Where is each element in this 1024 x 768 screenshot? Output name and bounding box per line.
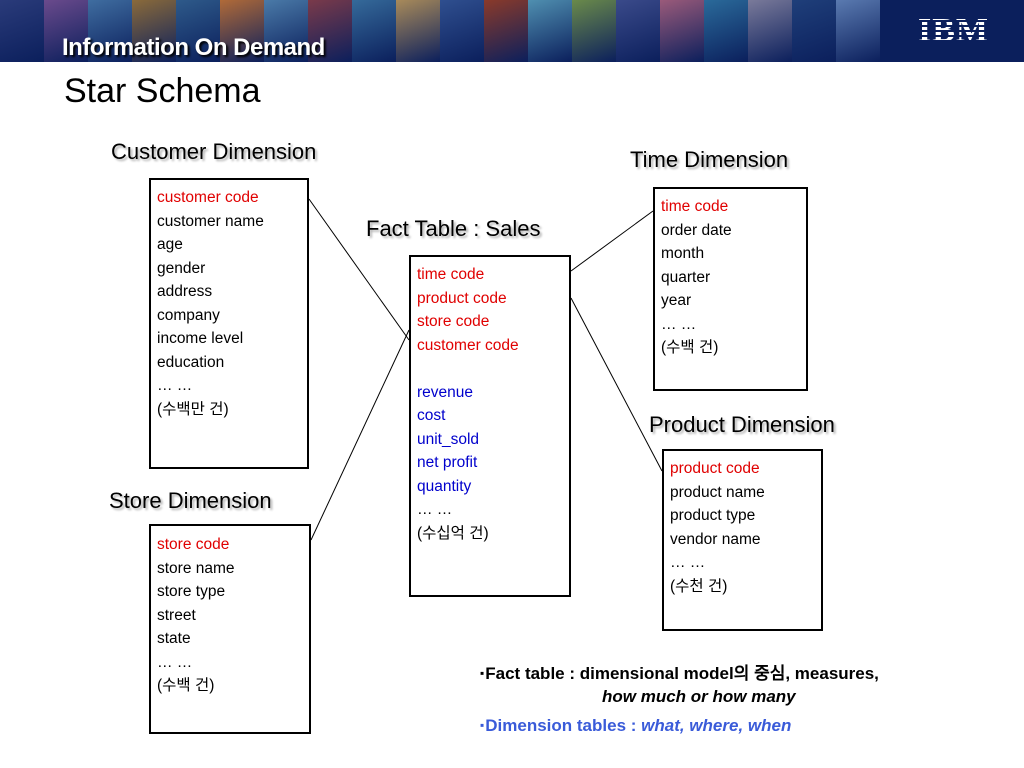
customer-field: customer code xyxy=(157,189,259,206)
fact-field: … … xyxy=(417,501,453,518)
time-field: time code xyxy=(661,198,729,215)
fact-field xyxy=(417,357,563,381)
banner-photo-tile xyxy=(352,0,396,62)
time-dimension-title: Time Dimension xyxy=(630,147,789,172)
fact-table-note-text: Fact table : dimensional model의 중심, meas… xyxy=(485,664,879,683)
fact-field: customer code xyxy=(417,336,519,354)
customer-field: company xyxy=(157,306,220,324)
product-field: (수천 건) xyxy=(670,577,728,595)
time-field: month xyxy=(661,245,705,262)
fact-field: product code xyxy=(417,289,507,307)
product-field: … … xyxy=(670,554,706,571)
customer-field: income level xyxy=(157,330,244,347)
store-field: state xyxy=(157,630,191,647)
banner-photo-tile xyxy=(176,0,220,62)
customer-field: customer name xyxy=(157,212,264,230)
product-field: product type xyxy=(670,507,756,524)
product-field: vendor name xyxy=(670,530,761,548)
bullet-icon: ▪ xyxy=(480,666,485,680)
fact-field: quantity xyxy=(417,477,472,495)
fact-table-note-continuation: how much or how many xyxy=(602,687,796,706)
banner-photo-tile xyxy=(396,0,440,62)
store-field: store type xyxy=(157,583,226,600)
store-field: store name xyxy=(157,559,235,577)
banner-photo-tile xyxy=(88,0,132,62)
time-field: order date xyxy=(661,221,732,239)
dimension-tables-note-label: Dimension tables : xyxy=(485,716,642,735)
fact-field: revenue xyxy=(417,383,474,401)
time-field: year xyxy=(661,292,692,309)
fact-field: net profit xyxy=(417,454,478,471)
banner-photo-tile xyxy=(572,0,616,62)
header-banner: Information On Demand IBM xyxy=(0,0,1024,62)
banner-photo-tile xyxy=(660,0,704,62)
store-dimension-title: Store Dimension xyxy=(109,488,272,513)
dimension-tables-note: ▪Dimension tables : what, where, when xyxy=(480,716,791,736)
banner-photo-tile xyxy=(308,0,352,62)
fact-table-box: time code product code store code customer … xyxy=(409,255,571,597)
fact-field: store code xyxy=(417,313,490,330)
store-field: street xyxy=(157,606,196,624)
banner-photo-tile xyxy=(264,0,308,62)
fact-field: time code xyxy=(417,266,485,283)
fact-table-note: ▪Fact table : dimensional model의 중심, mea… xyxy=(480,659,879,684)
fact-field: cost xyxy=(417,407,446,424)
store-field: (수백 건) xyxy=(157,677,215,694)
time-field: … … xyxy=(661,315,697,333)
banner-photo-strip xyxy=(0,0,880,62)
banner-photo-tile xyxy=(704,0,748,62)
time-dimension-box: time code order date month quarter year … … (수… xyxy=(653,187,808,391)
time-field: quarter xyxy=(661,268,711,286)
fact-field: (수십억 건) xyxy=(417,524,489,542)
banner-photo-tile xyxy=(792,0,836,62)
dimension-tables-note-emphasis: what, where, when xyxy=(641,716,792,735)
customer-field: age xyxy=(157,236,183,253)
bullet-icon: ▪ xyxy=(480,718,485,732)
customer-field: address xyxy=(157,283,213,300)
fact-field: unit_sold xyxy=(417,430,480,448)
product-dimension-title: Product Dimension xyxy=(649,412,835,437)
page-title: Star Schema xyxy=(64,72,261,110)
connector-time-fact xyxy=(570,210,654,272)
store-dimension-box: store code store name store type street stat… xyxy=(149,524,311,734)
banner-photo-tile xyxy=(484,0,528,62)
customer-field: education xyxy=(157,353,225,371)
store-field: store code xyxy=(157,536,230,553)
banner-photo-tile xyxy=(836,0,880,62)
customer-dimension-title: Customer Dimension xyxy=(111,139,317,164)
fact-table-title: Fact Table : Sales xyxy=(366,216,541,241)
customer-field: … … xyxy=(157,377,193,394)
connector-store-fact xyxy=(310,329,410,541)
banner-photo-tile xyxy=(748,0,792,62)
banner-photo-tile xyxy=(220,0,264,62)
banner-photo-tile xyxy=(0,0,44,62)
product-field: product code xyxy=(670,460,760,477)
banner-photo-tile xyxy=(440,0,484,62)
product-dimension-box: product code product name product type vend… xyxy=(662,449,823,631)
time-field: (수백 건) xyxy=(661,339,719,356)
customer-field: gender xyxy=(157,259,206,277)
banner-photo-tile xyxy=(528,0,572,62)
product-field: product name xyxy=(670,483,765,501)
connector-product-fact xyxy=(570,297,663,472)
banner-photo-tile xyxy=(616,0,660,62)
customer-field: (수백만 건) xyxy=(157,400,229,418)
store-field: … … xyxy=(157,653,193,671)
banner-photo-tile xyxy=(132,0,176,62)
banner-photo-tile xyxy=(44,0,88,62)
ibm-logo: IBM xyxy=(918,12,989,49)
banner-title: Information On Demand xyxy=(62,34,325,61)
customer-dimension-box: customer code customer name age gender addre… xyxy=(149,178,309,469)
